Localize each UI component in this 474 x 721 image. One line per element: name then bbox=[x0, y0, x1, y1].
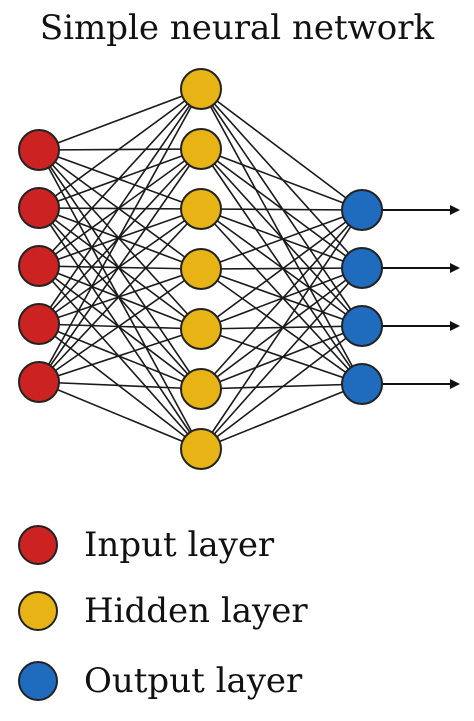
input-hidden-edge bbox=[38, 328, 202, 383]
input-hidden-edge bbox=[38, 88, 202, 383]
input-hidden-edge bbox=[38, 323, 202, 390]
hidden-output-edge bbox=[200, 148, 363, 269]
hidden-output-edge bbox=[200, 148, 363, 385]
hidden-output-edge bbox=[200, 209, 363, 450]
hidden-output-edge bbox=[200, 208, 363, 385]
input-hidden-edge bbox=[38, 207, 202, 330]
hidden-output-edge bbox=[200, 208, 363, 269]
legend-label-output: Output layer bbox=[84, 661, 303, 701]
input-hidden-edge bbox=[38, 268, 202, 383]
hidden-output-edge bbox=[200, 148, 363, 211]
hidden-output-edge bbox=[200, 268, 363, 327]
output-layer-swatch bbox=[18, 661, 58, 701]
legend-item-input: Input layer bbox=[18, 523, 274, 567]
input-hidden-edge bbox=[38, 265, 202, 450]
input-hidden-edge bbox=[38, 207, 202, 390]
input-hidden-edge bbox=[38, 149, 202, 390]
input-hidden-edge bbox=[38, 265, 202, 390]
hidden-neuron bbox=[180, 428, 222, 470]
hidden-output-edge bbox=[200, 209, 363, 330]
legend-item-output: Output layer bbox=[18, 659, 302, 703]
legend-label-hidden: Hidden layer bbox=[84, 591, 308, 631]
hidden-output-edge bbox=[200, 209, 363, 390]
diagram-title: Simple neural network bbox=[39, 8, 435, 48]
hidden-neuron bbox=[180, 68, 222, 110]
input-neuron bbox=[18, 245, 60, 287]
legend-label-input: Input layer bbox=[84, 525, 275, 565]
output-neuron bbox=[341, 189, 383, 231]
input-hidden-edge bbox=[38, 148, 202, 151]
input-neuron bbox=[18, 129, 60, 171]
input-neuron bbox=[18, 187, 60, 229]
input-neuron bbox=[18, 361, 60, 403]
output-arrows bbox=[382, 205, 460, 389]
hidden-neuron bbox=[180, 308, 222, 350]
input-neuron bbox=[18, 303, 60, 345]
hidden-layer-swatch bbox=[18, 591, 58, 631]
hidden-output-edge bbox=[200, 88, 363, 211]
neurons bbox=[18, 68, 383, 470]
input-hidden-edge bbox=[38, 149, 202, 330]
hidden-neuron bbox=[180, 128, 222, 170]
hidden-output-edge bbox=[200, 383, 363, 450]
input-hidden-edge bbox=[38, 323, 202, 330]
hidden-output-edge bbox=[200, 208, 363, 211]
input-hidden-edge bbox=[38, 323, 202, 450]
output-neuron bbox=[341, 305, 383, 347]
input-hidden-edge bbox=[38, 88, 202, 267]
input-hidden-edge bbox=[38, 207, 202, 210]
hidden-output-edge bbox=[200, 268, 363, 385]
hidden-output-edge bbox=[200, 267, 363, 270]
network-diagram bbox=[18, 68, 460, 470]
input-hidden-edge bbox=[38, 381, 202, 450]
hidden-output-edge bbox=[200, 88, 363, 327]
output-neuron bbox=[341, 363, 383, 405]
input-hidden-edge bbox=[38, 88, 202, 325]
input-hidden-edge bbox=[38, 207, 202, 270]
input-hidden-edge bbox=[38, 148, 202, 383]
hidden-neuron bbox=[180, 368, 222, 410]
input-hidden-edge bbox=[38, 265, 202, 330]
hidden-output-edge bbox=[200, 208, 363, 327]
input-hidden-edge bbox=[38, 88, 202, 209]
input-hidden-edge bbox=[38, 208, 202, 383]
output-neuron bbox=[341, 247, 383, 289]
hidden-output-edge bbox=[200, 209, 363, 270]
input-hidden-edge bbox=[38, 149, 202, 270]
hidden-output-edge bbox=[200, 328, 363, 385]
connections bbox=[38, 88, 363, 450]
input-hidden-edge bbox=[38, 265, 202, 270]
input-hidden-edge bbox=[38, 88, 202, 151]
hidden-output-edge bbox=[200, 267, 363, 450]
legend-item-hidden: Hidden layer bbox=[18, 589, 308, 633]
hidden-output-edge bbox=[200, 148, 363, 327]
hidden-output-edge bbox=[200, 325, 363, 450]
input-hidden-edge bbox=[38, 381, 202, 390]
hidden-neuron bbox=[180, 188, 222, 230]
hidden-neuron bbox=[180, 248, 222, 290]
hidden-output-edge bbox=[200, 88, 363, 269]
input-hidden-edge bbox=[38, 149, 202, 210]
input-layer-swatch bbox=[18, 525, 58, 565]
